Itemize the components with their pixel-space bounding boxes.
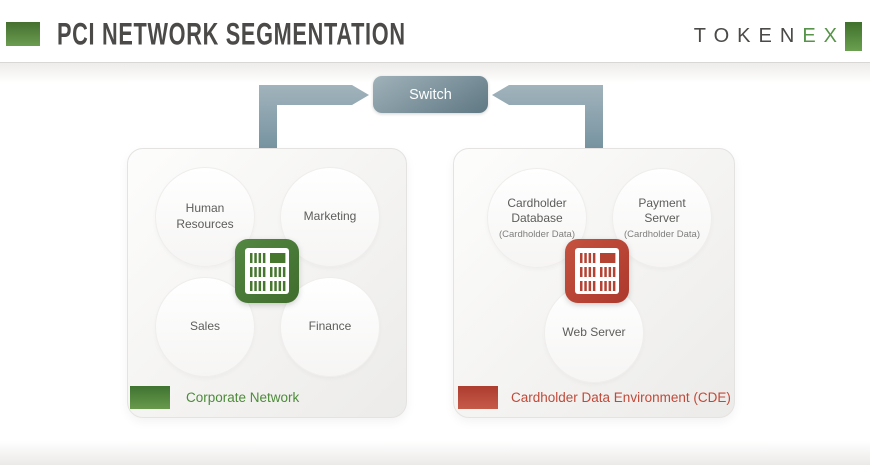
circle-sales: Sales (155, 277, 255, 377)
node-label: Sales (189, 319, 221, 334)
node-label: Cardholder Database (507, 195, 567, 226)
corporate-legend-swatch (130, 386, 170, 409)
corporate-network-box: Human Resources Marketing Sales Finance (127, 148, 407, 418)
node-label: Human Resources (176, 201, 234, 231)
arrow-left-to-switch (259, 85, 369, 151)
node-label: Finance (308, 319, 352, 334)
switch-node: Switch (373, 76, 488, 113)
top-gradient-band (0, 63, 870, 83)
logo-bar (845, 21, 862, 51)
logo-text-token: TOKEN (693, 24, 803, 47)
server-icon-green (235, 239, 299, 303)
cde-label: Cardholder Data Environment (CDE) (511, 390, 731, 405)
server-icon-red (565, 239, 629, 303)
logo-text-ex: EX (802, 24, 845, 47)
tokenex-logo: TOKEN EX (694, 21, 862, 51)
node-label: Web Server (562, 325, 626, 340)
node-label: Payment Server (638, 195, 686, 226)
bottom-gradient-band (0, 441, 870, 465)
circle-cardholder-database: Cardholder Database (Cardholder Data) (487, 168, 587, 268)
cde-box: Cardholder Database (Cardholder Data) Pa… (453, 148, 735, 418)
brand-square (6, 22, 40, 46)
cde-legend-swatch (458, 386, 498, 409)
corporate-network-label: Corporate Network (186, 390, 300, 405)
node-sublabel: (Cardholder Data) (498, 228, 576, 240)
node-sublabel: (Cardholder Data) (623, 228, 701, 240)
page-title: PCI NETWORK SEGMENTATION (57, 16, 406, 52)
arrow-right-to-switch (492, 85, 603, 151)
header-divider (0, 62, 870, 63)
node-label: Marketing (303, 209, 357, 224)
